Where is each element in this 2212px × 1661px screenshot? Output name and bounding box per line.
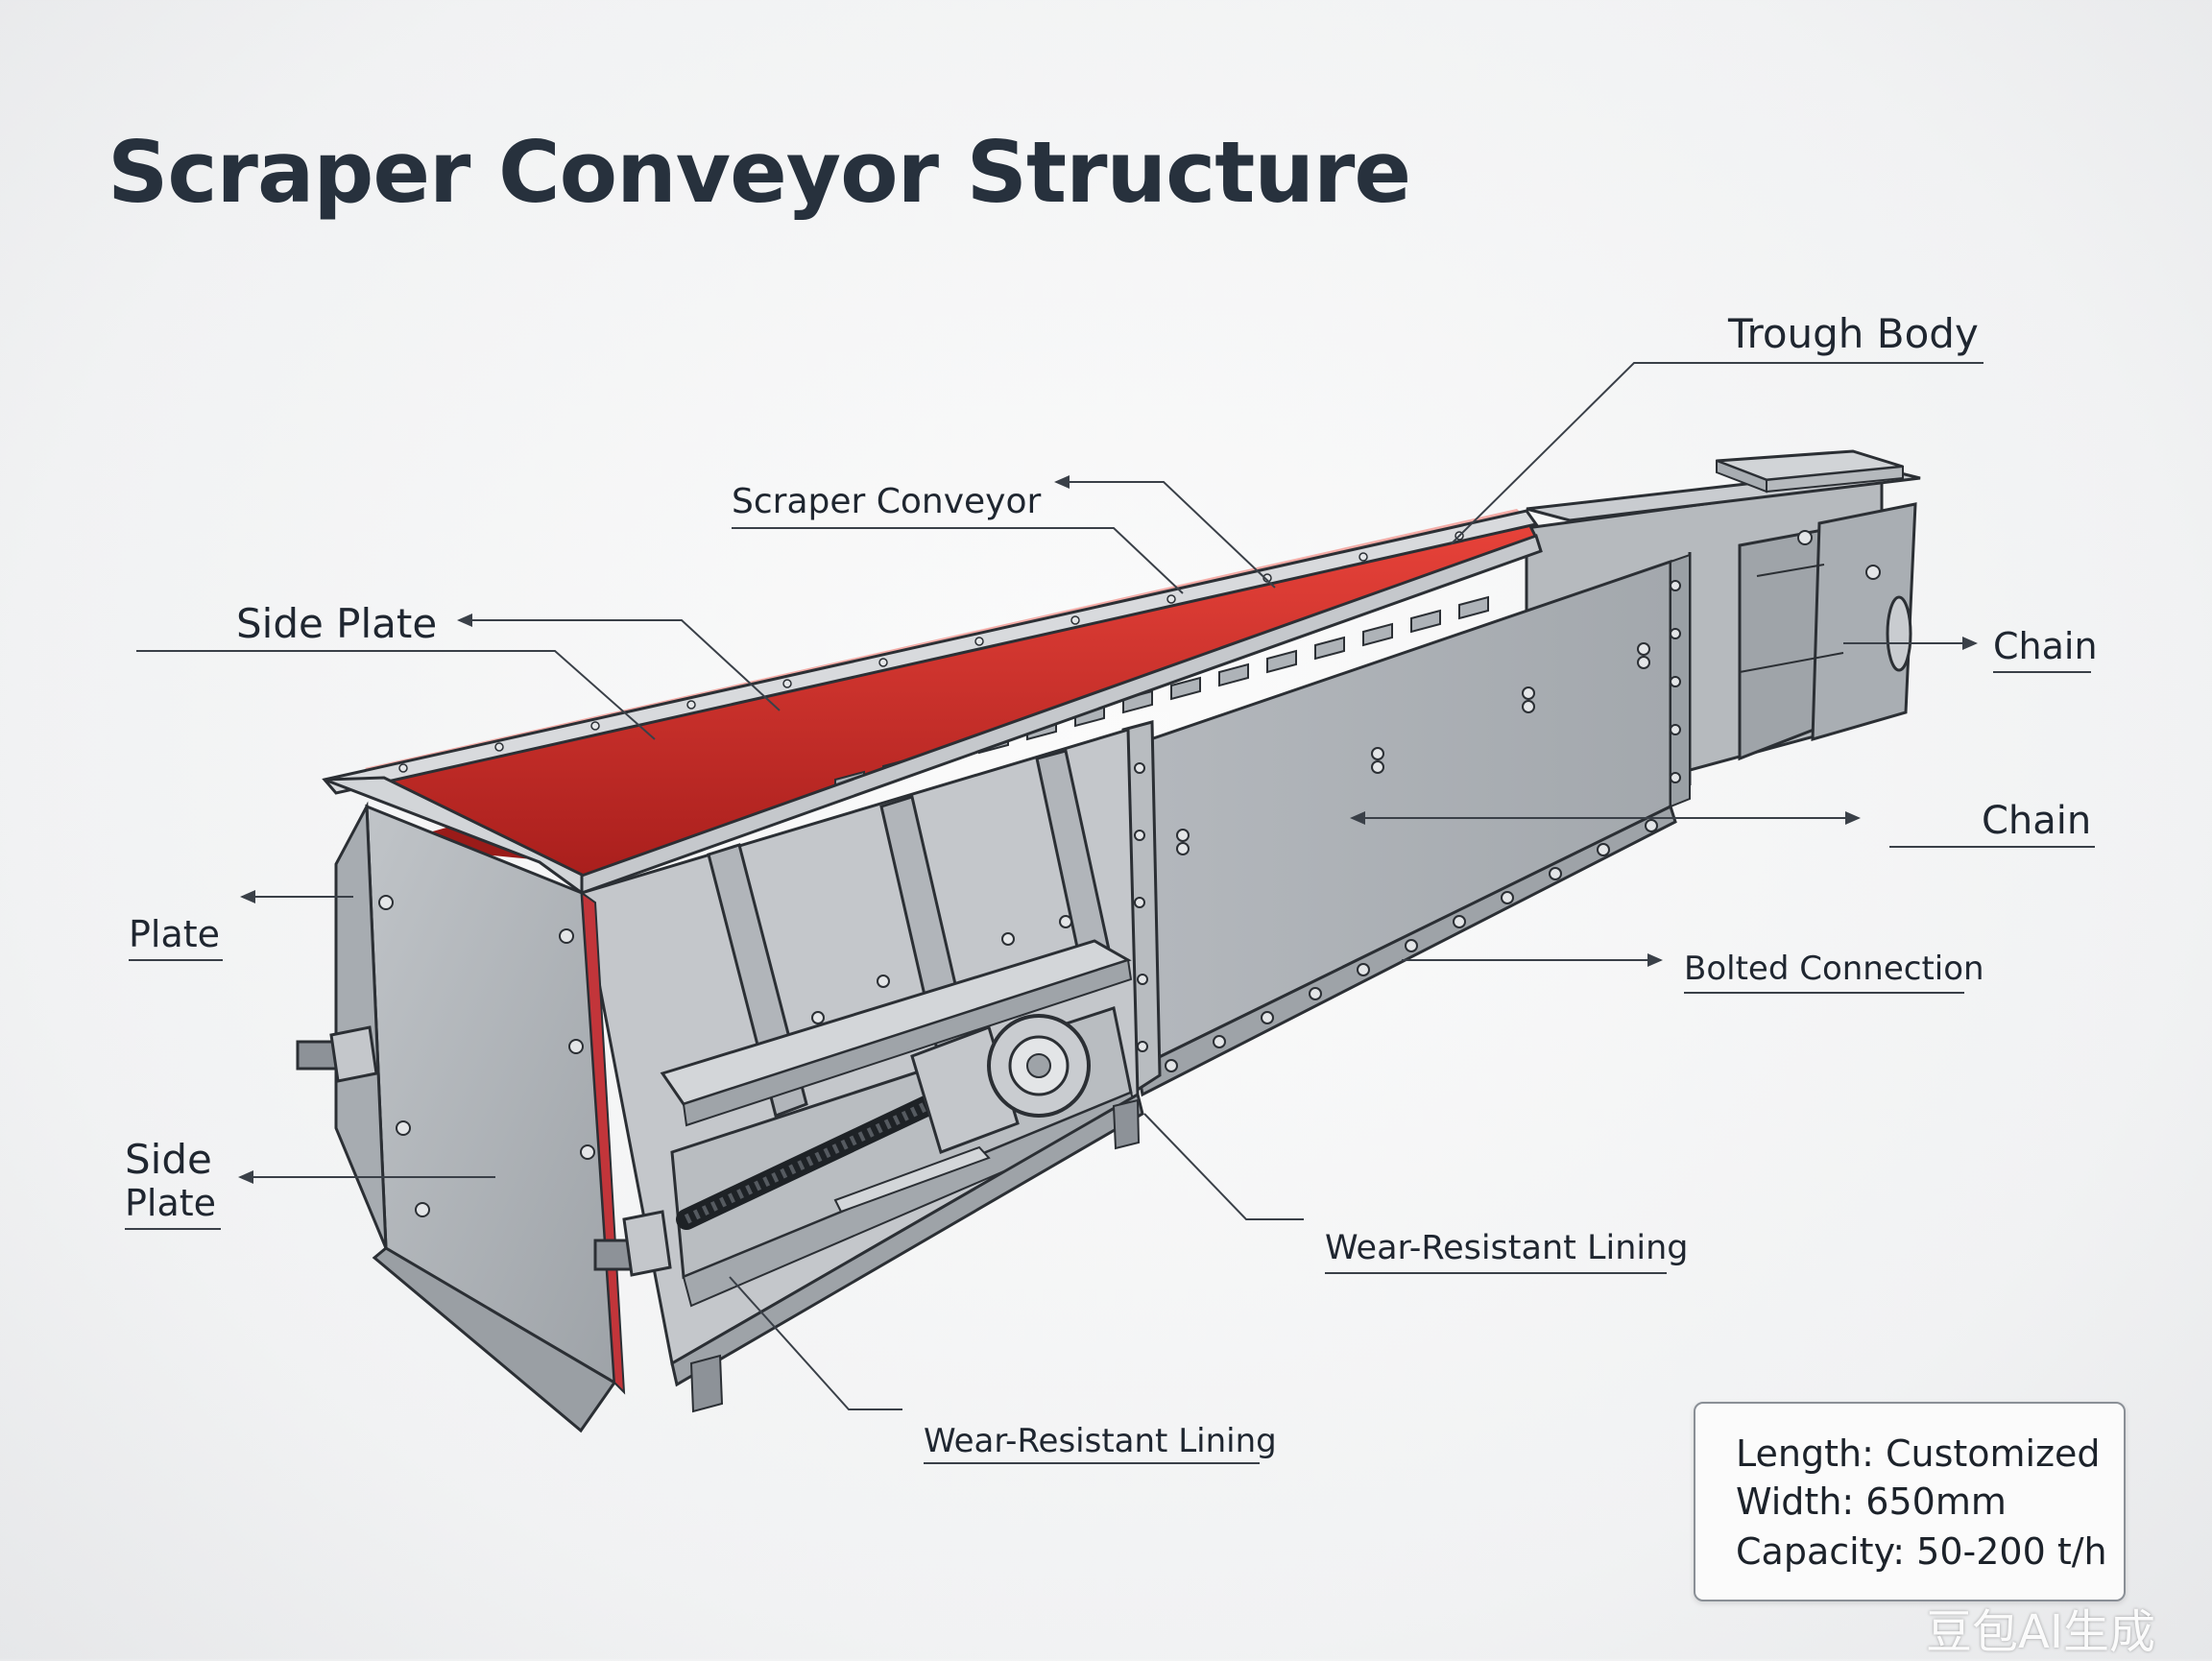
label-side-plate-top: Side Plate [236, 600, 438, 647]
spec-box: Length: Customized Width: 650mm Capacity… [1694, 1402, 2126, 1601]
label-chain-mid: Chain [1982, 799, 2092, 843]
label-trough-body: Trough Body [1728, 310, 1979, 357]
label-side-plate-bottom-line2: Plate [125, 1182, 217, 1224]
bolt-row-lower [1165, 819, 1658, 1072]
end-bolt-lower [593, 1210, 672, 1277]
label-wear-lining-right: Wear-Resistant Lining [1325, 1229, 1689, 1267]
end-bolt-upper [296, 1025, 378, 1083]
leader-scraper-conveyor [732, 527, 1184, 594]
spec-width: Width: 650mm [1736, 1480, 2007, 1523]
end-plate-front [296, 801, 672, 1433]
label-chain-top: Chain [1993, 625, 2098, 667]
cutaway-section [580, 728, 1144, 1413]
label-scraper-conveyor: Scraper Conveyor [732, 482, 1042, 521]
diagram-title: Scraper Conveyor Structure [108, 123, 1411, 222]
top-flange [322, 509, 1543, 896]
arrowheads [238, 475, 1978, 1184]
bolt-row-vertical [1134, 580, 1681, 1052]
panel-bolts [1176, 642, 1650, 855]
label-underlines [125, 362, 2091, 1464]
label-plate: Plate [129, 913, 221, 955]
leader-wear-lining-right [1143, 1113, 1304, 1220]
spec-length: Length: Customized [1736, 1432, 2101, 1475]
leader-side-plate-top-arrow [461, 619, 781, 711]
label-side-plate-bottom-line1: Side [125, 1136, 212, 1183]
leader-scraper-conveyor-arrow [1056, 481, 1276, 589]
leader-wear-lining-bottom [729, 1276, 902, 1410]
spec-capacity: Capacity: 50-200 t/h [1736, 1530, 2107, 1573]
watermark: 豆包AI生成 [1926, 1605, 2155, 1659]
label-wear-lining-bottom: Wear-Resistant Lining [924, 1422, 1277, 1460]
label-bolted-connection: Bolted Connection [1684, 950, 1984, 988]
